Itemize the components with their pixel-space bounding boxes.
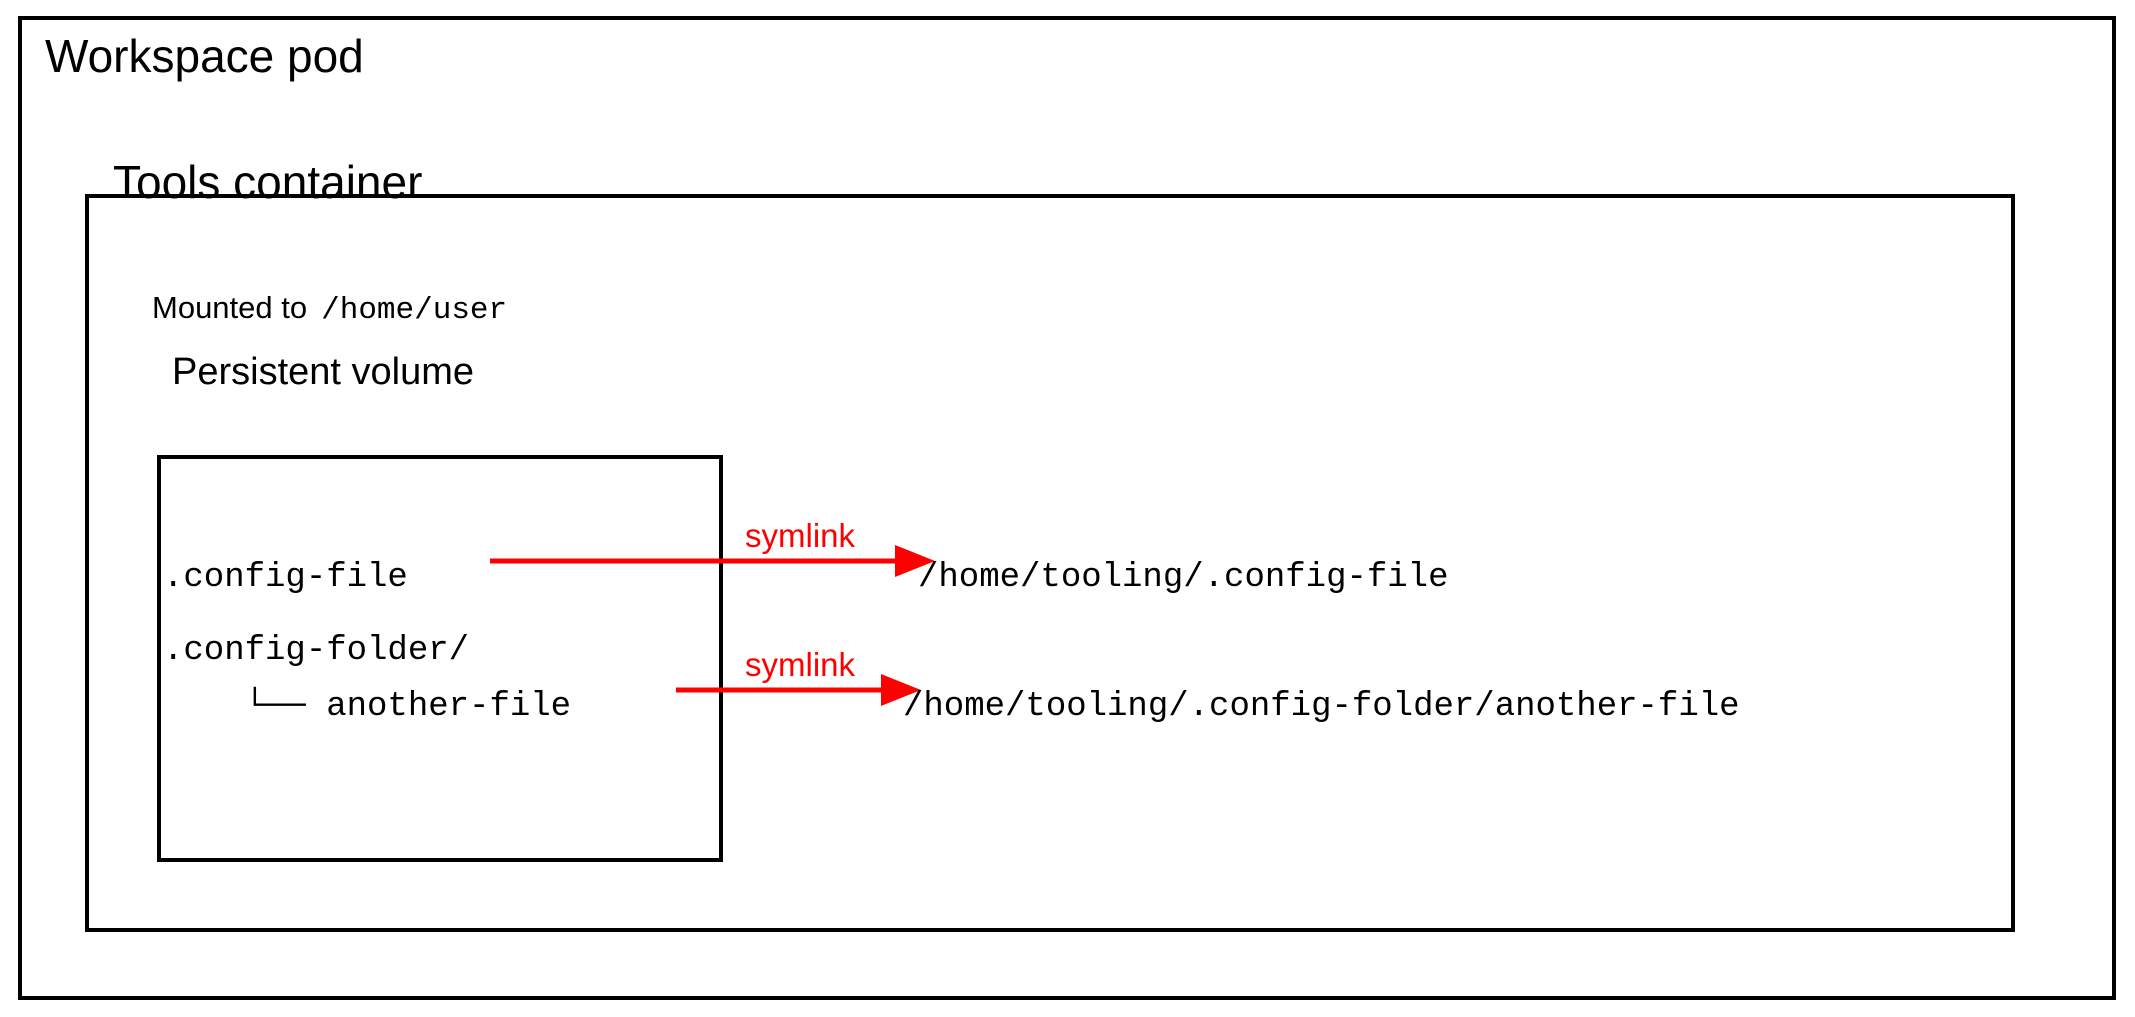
symlink-target-path-1: /home/tooling/.config-file xyxy=(918,559,1449,597)
volume-entry-another-file: └── another-file xyxy=(163,688,572,726)
workspace-pod-box xyxy=(18,16,2116,1000)
volume-entry-config-file: .config-file xyxy=(163,559,408,597)
workspace-pod-title: Workspace pod xyxy=(45,30,364,82)
symlink-label-2: symlink xyxy=(745,646,856,683)
persistent-volume-title: Persistent volume xyxy=(172,351,475,393)
symlink-target-path-2: /home/tooling/.config-folder/another-fil… xyxy=(903,688,1740,726)
mount-label-path: /home/user xyxy=(321,293,508,328)
symlink-arrow-2 xyxy=(676,674,921,706)
symlink-label-1: symlink xyxy=(745,517,856,554)
mount-label: Mounted to/home/user xyxy=(152,292,507,326)
volume-entry-config-folder: .config-folder/ xyxy=(163,632,470,670)
tools-container-title: Tools container xyxy=(113,156,423,208)
mount-label-prefix: Mounted to xyxy=(152,290,308,325)
persistent-volume-box xyxy=(157,455,723,862)
tools-container-box xyxy=(85,194,2015,932)
symlink-arrow-1 xyxy=(490,545,935,577)
